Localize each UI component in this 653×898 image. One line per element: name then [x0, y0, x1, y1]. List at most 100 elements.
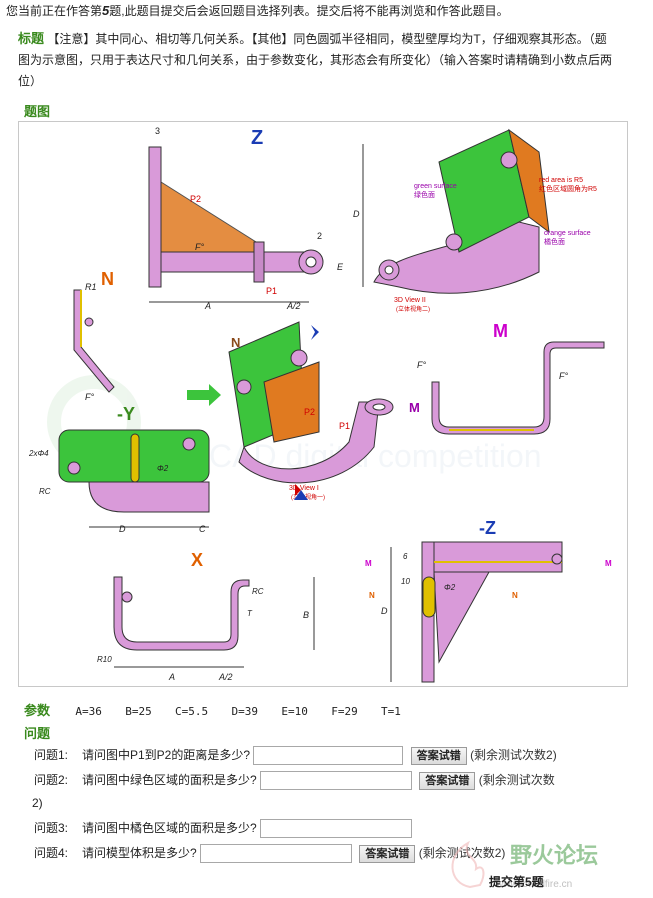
- svg-text:3: 3: [155, 126, 160, 136]
- answer-check-button-1[interactable]: 答案试错: [410, 746, 467, 765]
- view-neg-y-label: -Y: [117, 404, 135, 424]
- figure-drawing: CAD digital competition Z 3 2 D E A A/2 …: [28, 126, 612, 683]
- svg-text:R1: R1: [85, 282, 97, 292]
- site-watermark: 野火论坛 www.tcwildfire.cn: [440, 835, 650, 895]
- svg-text:R10: R10: [97, 655, 112, 664]
- question-2: 问题2:请问图中绿色区域的面积是多少? 答案试错 (剩余测试次数: [34, 771, 555, 791]
- svg-text:橘色面: 橘色面: [544, 237, 565, 246]
- svg-text:F°: F°: [85, 392, 94, 402]
- title-label: 标题: [18, 31, 45, 46]
- title-block: 标题 【注意】其中同心、相切等几何关系。【其他】同色圆弧半径相同，模型壁厚均为T…: [18, 28, 618, 92]
- svg-text:F°: F°: [417, 360, 426, 370]
- svg-text:A/2: A/2: [218, 672, 233, 682]
- question-3: 问题3:请问图中橘色区域的面积是多少?: [34, 819, 413, 839]
- svg-text:M: M: [605, 559, 612, 568]
- view-m-part: [431, 341, 605, 435]
- params-label: 参数: [24, 703, 51, 718]
- arrow-z-icon: [311, 325, 319, 340]
- svg-text:orange surface: orange surface: [544, 230, 591, 237]
- param-f: F=29: [331, 705, 358, 718]
- svg-text:RC: RC: [252, 587, 264, 596]
- param-e: E=10: [281, 705, 308, 718]
- answer-input-2[interactable]: [260, 771, 413, 791]
- svg-text:P2: P2: [304, 407, 315, 417]
- question-1: 问题1:请问图中P1到P2的距离是多少? 答案试错 (剩余测试次数2): [34, 746, 557, 766]
- answer-input-1[interactable]: [253, 746, 404, 766]
- svg-text:N: N: [369, 591, 375, 600]
- svg-text:红色区域圆角为R5: 红色区域圆角为R5: [539, 184, 597, 193]
- view-n-label: N: [101, 269, 114, 289]
- answer-input-4[interactable]: [200, 844, 353, 864]
- view-x-part: [113, 576, 315, 668]
- param-c: C=5.5: [175, 705, 209, 718]
- svg-text:(立体视角二): (立体视角二): [396, 305, 430, 313]
- 3d-view-1: [228, 321, 394, 484]
- svg-text:A: A: [204, 301, 211, 311]
- question-figure: CAD digital competition Z 3 2 D E A A/2 …: [18, 121, 628, 687]
- svg-text:D: D: [353, 209, 360, 219]
- svg-text:野火论坛: 野火论坛: [510, 843, 598, 868]
- svg-text:3D View II: 3D View II: [394, 297, 426, 304]
- answer-input-3[interactable]: [260, 819, 413, 839]
- answer-check-button-2[interactable]: 答案试错: [419, 771, 476, 790]
- view-z-label: Z: [251, 127, 263, 149]
- view-neg-z-label: -Z: [479, 518, 496, 538]
- svg-text:10: 10: [401, 577, 410, 586]
- svg-text:P1: P1: [339, 421, 350, 431]
- svg-text:Φ2: Φ2: [157, 464, 169, 473]
- param-a: A=36: [75, 705, 102, 718]
- svg-text:N: N: [512, 591, 518, 600]
- arrow-neg-z-icon: [294, 490, 308, 500]
- remaining-tries-2: (剩余测试次数: [478, 773, 555, 787]
- svg-text:E: E: [337, 262, 344, 272]
- svg-text:green surface: green surface: [414, 183, 457, 190]
- svg-text:绿色面: 绿色面: [414, 190, 435, 199]
- figure-label: 题图: [24, 104, 51, 119]
- svg-text:6: 6: [403, 552, 408, 561]
- arrow-y-icon: [187, 384, 221, 406]
- notice-text: 您当前正在作答第5题,此题目提交后会返回题目选择列表。提交后将不能再浏览和作答此…: [6, 3, 509, 18]
- 3d-view-2: [373, 128, 550, 294]
- view-m-label: M: [493, 321, 508, 341]
- svg-text:red area is R5: red area is R5: [539, 177, 583, 184]
- svg-text:D: D: [119, 524, 126, 534]
- svg-text:M: M: [409, 400, 420, 415]
- svg-text:3D View I: 3D View I: [289, 485, 319, 492]
- params-row: 参数 A=36 B=25 C=5.5 D=39 E=10 F=29 T=1: [24, 700, 421, 719]
- svg-text:P2: P2: [190, 194, 201, 204]
- title-text: 【注意】其中同心、相切等几何关系。【其他】同色圆弧半径相同，模型壁厚均为T，仔细…: [18, 32, 613, 88]
- svg-text:N: N: [231, 335, 240, 350]
- svg-text:C: C: [199, 524, 206, 534]
- view-neg-z-part: [390, 541, 563, 683]
- svg-text:2: 2: [317, 231, 322, 241]
- svg-text:T: T: [247, 609, 253, 618]
- svg-text:RC: RC: [39, 487, 51, 496]
- view-z-part: [148, 144, 364, 303]
- param-t: T=1: [381, 705, 401, 718]
- questions-label: 问题: [24, 726, 51, 741]
- svg-text:A/2: A/2: [286, 301, 301, 311]
- question-4: 问题4:请问模型体积是多少? 答案试错 (剩余测试次数2): [34, 844, 506, 864]
- answer-check-button-4[interactable]: 答案试错: [359, 844, 416, 863]
- svg-text:F°: F°: [559, 371, 568, 381]
- fire-logo-icon: 野火论坛 www.tcwildfire.cn: [451, 840, 598, 890]
- view-x-label: X: [191, 550, 203, 570]
- submit-question-button[interactable]: 提交第5题: [489, 875, 544, 889]
- svg-text:A: A: [168, 672, 175, 682]
- view-n-part: [73, 289, 115, 393]
- view-neg-y-part: [58, 429, 210, 528]
- param-b: B=25: [125, 705, 152, 718]
- arrow-x-icon: [295, 484, 301, 496]
- svg-text:D: D: [381, 606, 388, 616]
- remaining-tries-2-wrap: 2): [32, 796, 43, 810]
- svg-text:(立体视角一): (立体视角一): [291, 493, 325, 501]
- svg-text:M: M: [365, 559, 372, 568]
- question-number: 5: [102, 3, 110, 18]
- svg-text:2xΦ4: 2xΦ4: [28, 449, 49, 458]
- svg-text:P1: P1: [266, 286, 277, 296]
- remaining-tries-4: (剩余测试次数2): [418, 846, 506, 860]
- svg-text:www.tcwildfire.cn: www.tcwildfire.cn: [495, 879, 572, 890]
- svg-text:F°: F°: [195, 242, 204, 252]
- svg-text:B: B: [303, 610, 309, 620]
- param-d: D=39: [231, 705, 259, 718]
